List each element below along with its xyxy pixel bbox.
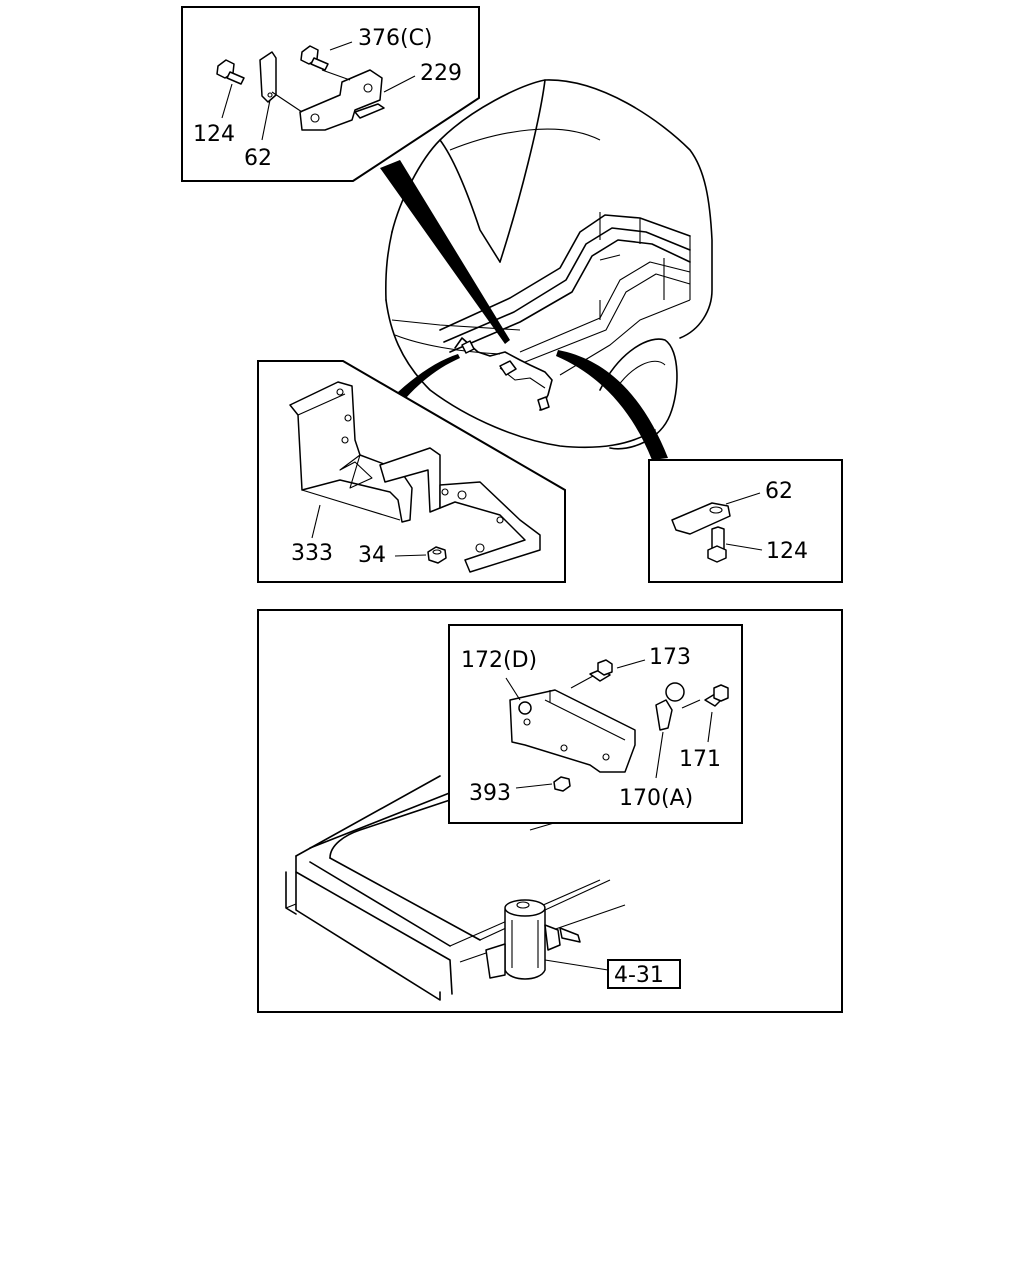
reference-box-4-31 [607,959,681,989]
bracket-229-part [299,69,385,131]
bracket-333-part [289,381,541,573]
inner-inset: 172(D) 173 171 393 170(A) [448,624,743,824]
callout-172: 172(D) [461,648,537,673]
callout-333: 333 [291,541,333,566]
callout-170: 170(A) [619,786,693,811]
clamp-170-part [655,682,685,731]
callout-124-top: 124 [193,122,235,147]
callout-62-top: 62 [244,146,272,171]
bolt-124-part-b [707,526,727,563]
callout-171: 171 [679,747,721,772]
clip-62-part-b [671,502,731,535]
bracket-172-part [509,689,636,773]
callout-393: 393 [469,781,511,806]
lower-detail-box: 4-31 [257,609,843,1013]
callout-229: 229 [420,61,462,86]
bolt-171-part [704,684,729,707]
callout-62-right: 62 [765,479,793,504]
truck-cab-illustration [385,79,713,450]
inset-top-left: 376(C) 229 124 62 [181,6,480,182]
clip-62-part-a [259,51,277,103]
bolt-124-part-a [216,59,245,85]
bolt-376-part [300,45,329,71]
nut-34-part [427,546,447,564]
callout-4-31: 4-31 [614,963,664,988]
nut-393-part [553,776,571,792]
callout-173: 173 [649,645,691,670]
solenoid-unit-part [485,899,581,980]
callout-124-right: 124 [766,539,808,564]
callout-34: 34 [358,543,386,568]
inset-middle-left: 333 34 [257,360,566,583]
callout-376: 376(C) [358,26,433,51]
inset-middle-right: 62 124 [648,459,843,583]
bolt-173-part [589,659,613,682]
